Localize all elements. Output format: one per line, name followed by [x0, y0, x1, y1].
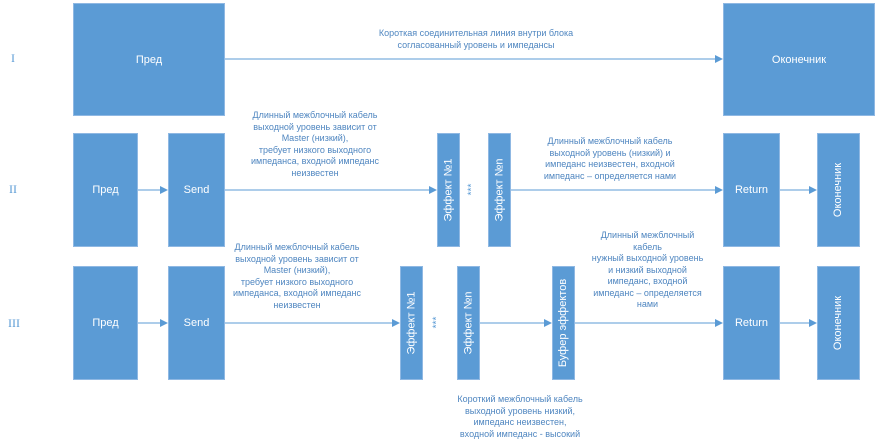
- send-block-r2: Send: [168, 133, 225, 247]
- ellipsis-r2: ***: [466, 183, 478, 196]
- effect-n-block-r3: Эффект №n: [457, 266, 480, 380]
- return-block-r2: Return: [723, 133, 780, 247]
- effect-1-block-r2: Эффект №1: [437, 133, 460, 247]
- row-numeral-3: III: [8, 316, 20, 330]
- pre-block-r2: Пред: [73, 133, 138, 247]
- effect-buffer-block-r3: Буфер эффектов: [552, 266, 575, 380]
- terminal-block-r1: Оконечник: [723, 3, 875, 116]
- pre-block-r1: Пред: [73, 3, 225, 116]
- note-r1: Короткая соединительная линия внутри бло…: [378, 28, 574, 50]
- ellipsis-r3: ***: [431, 316, 443, 329]
- terminal-block-r2: Оконечник: [817, 133, 860, 247]
- terminal-block-r3: Оконечник: [817, 266, 860, 380]
- row-numeral-2: II: [9, 182, 17, 196]
- pre-block-r3: Пред: [73, 266, 138, 380]
- send-block-r3: Send: [168, 266, 225, 380]
- return-block-r3: Return: [723, 266, 780, 380]
- row-numeral-1: I: [11, 51, 15, 65]
- effect-1-block-r3: Эффект №1: [400, 266, 423, 380]
- effect-n-block-r2: Эффект №n: [488, 133, 511, 247]
